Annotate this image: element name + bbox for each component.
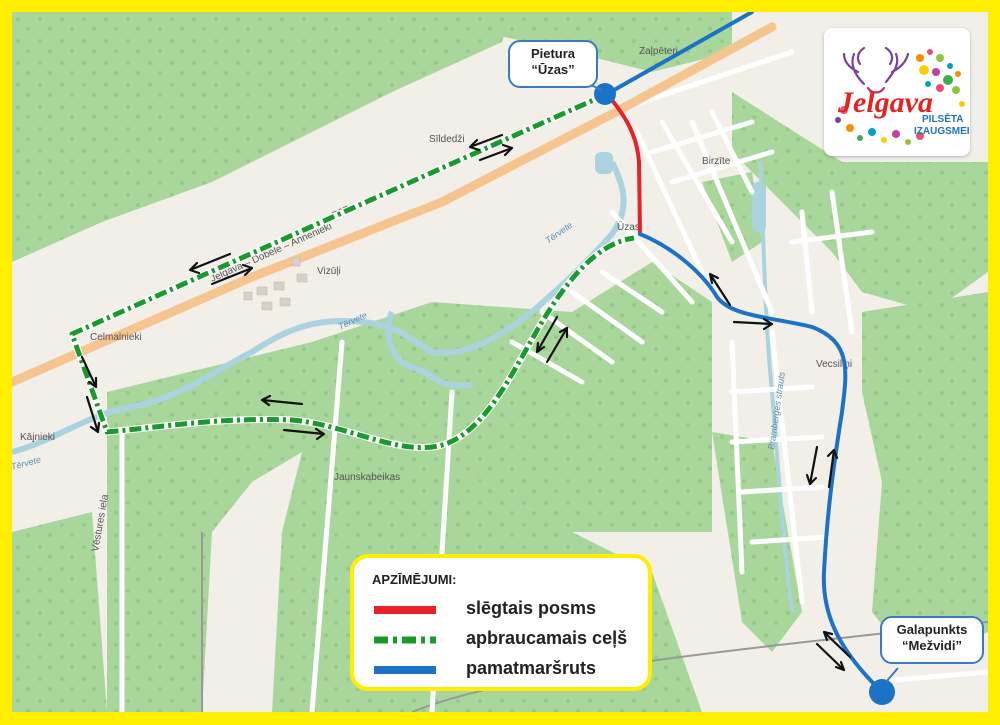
end-stop-marker[interactable]: [869, 679, 895, 705]
legend-swatch-main: [374, 666, 436, 674]
detour-line: [69, 91, 635, 451]
label-jaunskabeikas: Jaunskabeikas: [334, 472, 400, 483]
end-stop-name: “Mežvidi”: [902, 638, 962, 653]
map-frame: Zaļpēteri Sīldedži Birzīte Ūzas Vizūļi C…: [12, 12, 988, 712]
label-vizuli: Vizūļi: [317, 266, 341, 277]
jelgava-logo: Jelgava PILSĒTA IZAUGSMEI: [824, 28, 970, 156]
direction-arrows: [80, 133, 852, 672]
tervete-branch: [385, 310, 473, 389]
arrow-6: [85, 395, 101, 434]
jelgava-logo-graphic: Jelgava PILSĒTA IZAUGSMEI: [835, 46, 970, 145]
forest-center: [107, 262, 712, 712]
arrow-15: [822, 630, 852, 659]
tervete-river: [12, 160, 627, 455]
label-uzas: Ūzas: [617, 221, 640, 233]
arrow-9: [535, 315, 559, 354]
forest-east: [862, 292, 988, 662]
arrow-16: [815, 642, 846, 672]
forest-east-north: [732, 92, 988, 312]
label-kajnieki: Kājnieki: [20, 432, 55, 443]
arrow-3: [188, 252, 232, 275]
legend-item-main: pamatmaršruts: [374, 658, 644, 684]
label-sildedzi: Sīldedži: [429, 134, 465, 145]
logo-brand-text: Jelgava: [837, 86, 933, 119]
legend-swatch-detour: [374, 636, 436, 644]
arrow-14: [826, 448, 839, 489]
end-callout-pointer: [885, 667, 899, 683]
legend-title: APZĪMĒJUMI:: [372, 572, 457, 587]
label-tervete-1: Tērvete: [543, 220, 574, 246]
forest-west: [12, 12, 512, 262]
buildings: [243, 257, 308, 311]
legend-label-detour: apbraucamais ceļš: [466, 628, 628, 648]
label-tervete-3: Tērvete: [12, 454, 42, 472]
start-stop-label: Pietura: [530, 46, 576, 61]
legend-swatch-closed: [374, 606, 436, 614]
end-stop-callout: Galapunkts “Mežvidi”: [880, 616, 984, 664]
arrow-13: [805, 445, 819, 486]
arrow-8: [282, 427, 326, 441]
arrow-1: [468, 133, 504, 152]
village-streets: [119, 49, 988, 712]
start-stop-name: “Ūzas”: [531, 62, 575, 77]
arrow-7: [260, 394, 304, 407]
main-route: [605, 12, 879, 689]
arrow-4: [210, 263, 254, 286]
start-stop-callout: Pietura “Ūzas”: [508, 40, 598, 88]
detour-route: [68, 90, 635, 452]
label-celmalnieki: Celmalnieki: [90, 332, 142, 343]
arrow-11: [708, 272, 732, 307]
legend-label-closed: slēgtais posms: [466, 598, 597, 618]
arrow-2: [478, 143, 514, 162]
label-vecsilini: Vecsiliņi: [816, 359, 852, 370]
logo-dots: [835, 49, 965, 145]
logo-antlers-icon: [842, 46, 910, 94]
arrow-12: [732, 317, 774, 331]
label-zalpeteri: Zaļpēteri: [639, 46, 678, 57]
arrow-10: [545, 326, 569, 364]
pond-2: [595, 152, 613, 174]
logo-tagline-2: IZAUGSMEI: [914, 126, 970, 137]
arrow-5: [80, 355, 98, 389]
pond: [752, 182, 766, 232]
legend-label-main: pamatmaršruts: [466, 658, 597, 678]
logo-tagline-1: PILSĒTA: [922, 113, 963, 125]
start-stop-marker[interactable]: [594, 83, 616, 105]
end-stop-label: Galapunkts: [896, 622, 968, 637]
legend-item-closed: slēgtais posms: [374, 598, 644, 624]
forest-southwest: [12, 512, 107, 712]
legend-item-detour: apbraucamais ceļš: [374, 628, 644, 654]
main-road: [12, 22, 777, 387]
label-birzite: Birzīte: [702, 156, 731, 167]
map-legend: APZĪMĒJUMI: slēgtais posms apbraucamais …: [350, 554, 652, 691]
